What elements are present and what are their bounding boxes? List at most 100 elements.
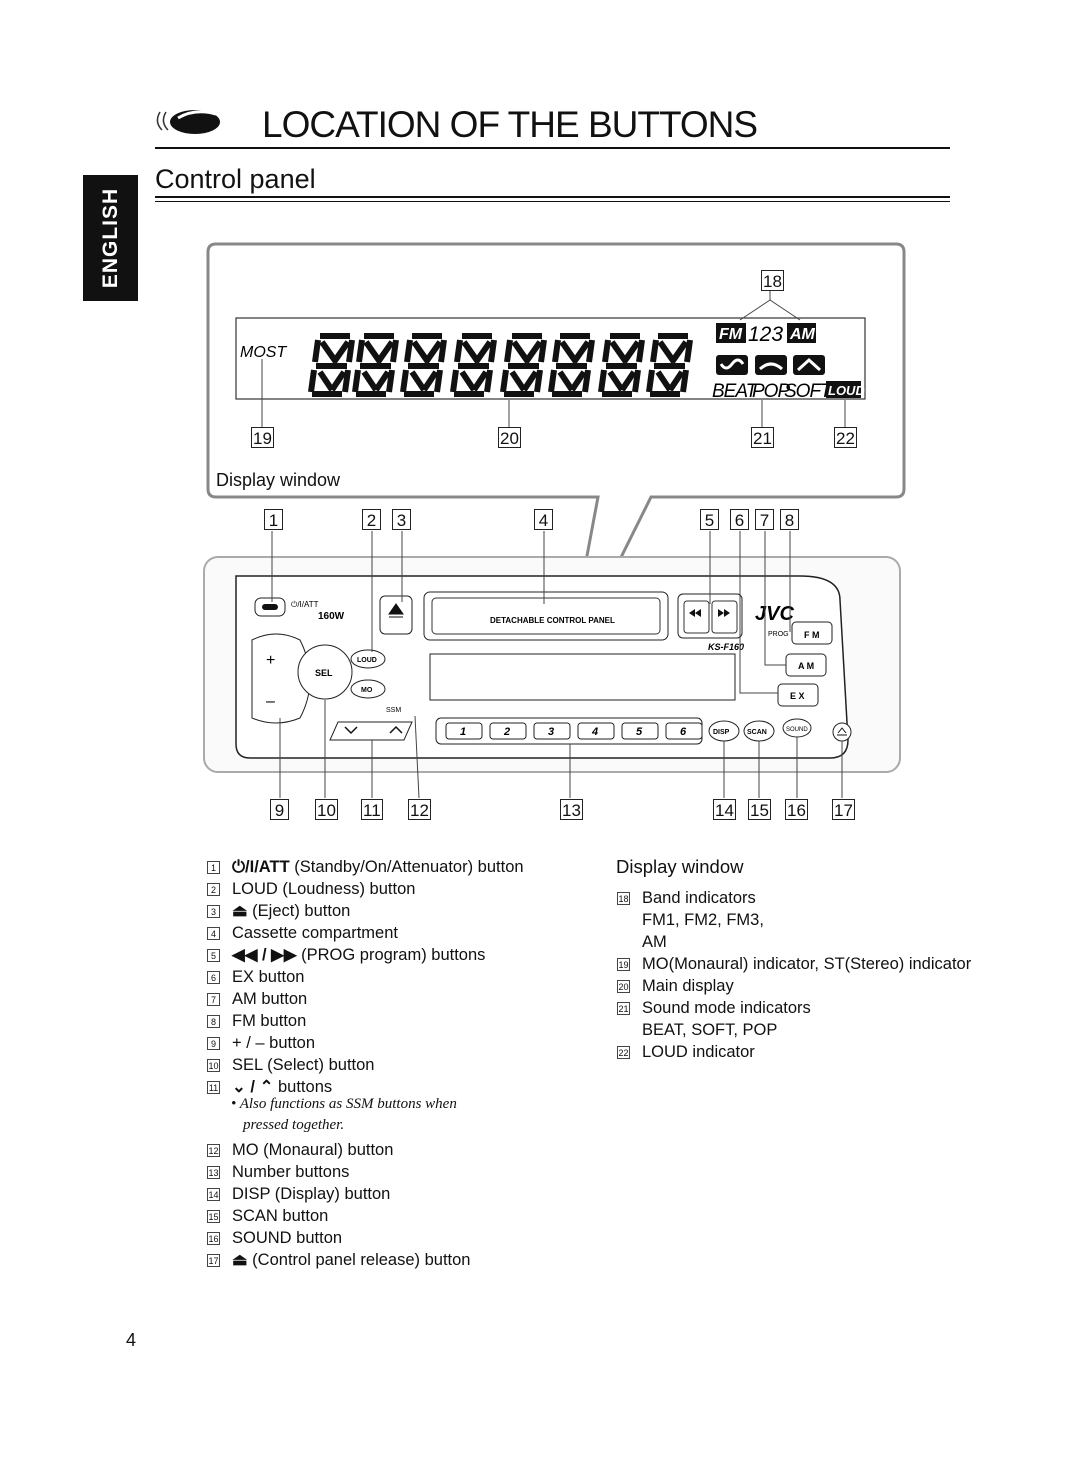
legend-text: (Control panel release) button [247, 1251, 471, 1269]
legend-text: DISP (Display) button [232, 1185, 391, 1203]
legend-item: 15 SCAN button [207, 1205, 328, 1227]
ssm-note: • Also functions as SSM buttons when [231, 1096, 457, 1112]
callout-2: 2 [362, 509, 381, 530]
lcd-digit [646, 333, 693, 397]
att-label: ⏻/I/ATT [291, 600, 319, 609]
legend-text: Cassette compartment [232, 924, 398, 942]
ex-button[interactable]: E X [790, 691, 805, 701]
detachable-label: DETACHABLE CONTROL PANEL [490, 616, 615, 625]
preset-label-2: 2 [503, 726, 510, 738]
loud-indicator-bg [826, 381, 861, 398]
legend-text: AM [642, 933, 667, 951]
legend-text: (Standby/On/Attenuator) button [289, 858, 524, 876]
loud-indicator: LOUD [828, 383, 865, 398]
preset-label-1: 1 [460, 726, 466, 738]
power-label: 160W [318, 611, 345, 622]
legend-item: 2 LOUD (Loudness) button [207, 878, 415, 900]
legend-number: 9 [207, 1037, 220, 1051]
legend-text: FM button [232, 1012, 307, 1030]
display-window-heading: Display window [616, 856, 744, 877]
preset-button-5[interactable] [621, 722, 659, 740]
legend-number: 14 [207, 1188, 220, 1202]
legend-number: 10 [207, 1059, 220, 1073]
legend-number [617, 936, 630, 949]
callout-11: 11 [361, 799, 383, 820]
ssm-note-cont: pressed together. [243, 1117, 345, 1133]
legend-number: 15 [207, 1210, 220, 1224]
preset-button-1[interactable] [445, 722, 483, 740]
legend-text: LOUD (Loudness) button [232, 880, 416, 898]
lcd-digit [598, 333, 645, 397]
sel-button[interactable]: SEL [315, 668, 333, 678]
legend-number: 3 [207, 905, 220, 919]
am-indicator: AM [789, 326, 816, 343]
section-title: Control panel [155, 164, 316, 194]
mo-button[interactable]: MO [361, 687, 373, 694]
legend-text: Sound mode indicators [642, 999, 811, 1017]
most-indicator: MOST [240, 344, 287, 361]
legend-symbol: ⏏ [232, 902, 248, 920]
legend-item: 1 ⏻/I/ATT (Standby/On/Attenuator) button [207, 856, 524, 878]
page-number: 4 [126, 1330, 137, 1350]
sound-button[interactable]: SOUND [786, 727, 808, 733]
pop-indicator: POP [752, 381, 790, 402]
callout-14: 14 [713, 799, 736, 820]
legend-item: 3⏏ (Eject) button [207, 900, 350, 922]
am-button[interactable]: A M [798, 661, 814, 671]
legend-number: 19 [617, 958, 630, 972]
page-title: LOCATION OF THE BUTTONS [262, 104, 758, 145]
legend-text: SCAN button [232, 1207, 329, 1225]
am-indicator-bg [787, 323, 816, 343]
legend-text: Number buttons [232, 1163, 350, 1181]
legend-text: MO(Monaural) indicator, ST(Stereo) indic… [642, 955, 972, 973]
legend-number: 7 [207, 993, 220, 1007]
display-window-label: Display window [216, 470, 341, 490]
callout-9: 9 [270, 799, 289, 820]
lcd-digit [450, 333, 497, 397]
callout-5: 5 [700, 509, 719, 530]
callout-20: 20 [498, 427, 521, 448]
legend-text: BEAT, SOFT, POP [642, 1021, 778, 1039]
preset-label-5: 5 [636, 726, 643, 738]
callout-7: 7 [755, 509, 774, 530]
legend-text: buttons [273, 1078, 333, 1096]
callout-19: 19 [251, 427, 274, 448]
legend-text: EX button [232, 968, 305, 986]
legend-number: 18 [617, 892, 630, 906]
legend-text: Main display [642, 977, 734, 995]
legend-number [617, 914, 630, 927]
callout-16: 16 [785, 799, 808, 820]
loud-button[interactable]: LOUD [357, 657, 377, 664]
scan-button[interactable]: SCAN [747, 729, 767, 736]
language-tab: ENGLISH [83, 175, 138, 301]
beat-indicator: BEAT [712, 381, 759, 402]
legend-number: 1 [207, 861, 220, 875]
fm-button[interactable]: F M [804, 630, 820, 640]
plus-label: + [266, 652, 275, 669]
legend-symbol: ⏻/I/ATT [232, 858, 290, 876]
legend-number: 2 [207, 883, 220, 897]
prog-label: PROG [768, 631, 789, 638]
preset-button-3[interactable] [533, 722, 571, 740]
unit-leaders [271, 531, 843, 799]
preset-button-2[interactable] [489, 722, 527, 740]
preset-button-6[interactable] [665, 722, 703, 740]
soft-indicator: SOFT [784, 381, 833, 402]
callout-8: 8 [780, 509, 799, 530]
legend-text: SEL (Select) button [232, 1056, 375, 1074]
legend-number: 13 [207, 1166, 220, 1180]
disp-button[interactable]: DISP [713, 729, 730, 736]
preset-label-6: 6 [680, 726, 687, 738]
display-legend-item: 19 MO(Monaural) indicator, ST(Stereo) ind… [617, 953, 971, 975]
legend-text: LOUD indicator [642, 1043, 755, 1061]
legend-number: 11 [207, 1081, 220, 1095]
band-number-indicator: 123 [748, 323, 783, 346]
preset-button-4[interactable] [577, 722, 615, 740]
legend-symbol: ◀◀ / ▶▶ [232, 946, 297, 964]
fm-indicator-bg [716, 323, 746, 343]
